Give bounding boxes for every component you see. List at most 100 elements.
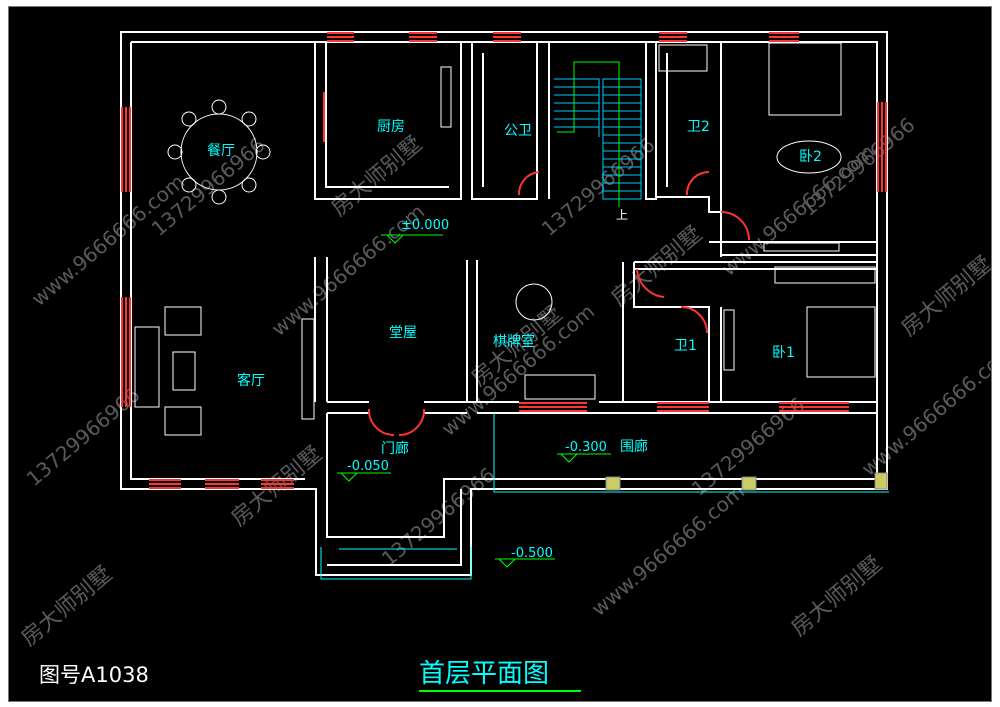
window — [769, 32, 799, 42]
chair — [241, 111, 257, 127]
cooking-counter — [440, 66, 452, 128]
walls — [120, 31, 888, 576]
window — [261, 479, 294, 489]
level-symbol — [495, 558, 555, 568]
level-symbol — [381, 234, 443, 244]
window — [327, 32, 354, 42]
room-labels: 餐厅 厨房 公卫 卫2 卧2 客厅 堂屋 棋牌室 卫1 卧1 门廊 围廊 上 — [207, 119, 822, 457]
window — [659, 32, 687, 42]
window — [877, 102, 887, 192]
window — [149, 479, 181, 489]
chair — [241, 177, 257, 193]
bath1-wall — [622, 261, 877, 402]
watermark-brand: 房大师别墅 — [227, 442, 327, 532]
bed2-wall — [709, 207, 877, 257]
stair-arrow — [557, 61, 620, 207]
watermark-site: www.9666666.com — [437, 299, 599, 441]
level-markers: ±0.000 -0.050 -0.300 -0.500 — [337, 218, 611, 568]
kitchen-wall — [314, 42, 462, 200]
windows — [121, 32, 887, 489]
window — [121, 107, 131, 192]
rug — [776, 140, 842, 174]
chair — [211, 189, 227, 205]
title-underline — [419, 690, 581, 692]
window — [657, 402, 709, 412]
window — [409, 32, 437, 42]
chair — [167, 144, 183, 160]
coffee-table — [172, 351, 196, 391]
room-label-bed1: 卧1 — [772, 345, 795, 361]
level-symbol — [557, 453, 611, 463]
interior-wall — [327, 401, 877, 414]
pillars — [605, 472, 888, 491]
hall-wall-left — [314, 257, 328, 402]
stair-up-mark: 上 — [616, 208, 628, 222]
watermark-site: www.9666666.com — [587, 479, 749, 621]
porch-wall — [326, 413, 477, 566]
chair — [181, 177, 197, 193]
outer-wall-inner-line-left — [130, 42, 305, 480]
bed — [768, 42, 842, 116]
stairs — [554, 61, 642, 207]
room-label-bath1: 卫1 — [674, 338, 697, 354]
window — [779, 402, 849, 412]
room-label-hall: 堂屋 — [389, 325, 417, 341]
furniture — [134, 42, 876, 436]
level-label-outside: -0.500 — [511, 546, 553, 561]
room-label-porch: 门廊 — [381, 440, 409, 457]
door-arc — [367, 408, 426, 436]
level-label-ground: ±0.000 — [401, 218, 449, 233]
room-label-veranda: 围廊 — [620, 438, 648, 455]
level-label-porch: -0.050 — [347, 459, 389, 474]
drawing-frame: 房大师别墅 13729966966 www.9666666.com 房大师别墅 … — [8, 6, 992, 702]
veranda-edge — [493, 413, 889, 493]
room-label-public-bath: 公卫 — [504, 123, 532, 139]
window — [519, 402, 587, 412]
armchair — [164, 406, 202, 436]
step-edge — [320, 547, 472, 580]
watermark-brand: 房大师别墅 — [787, 552, 887, 642]
window — [205, 479, 239, 489]
pillar — [605, 476, 621, 491]
floor-plan: 房大师别墅 13729966966 www.9666666.com 房大师别墅 … — [17, 31, 992, 652]
watermark-phone: 13729966966 — [797, 112, 920, 220]
veranda-lines — [320, 413, 889, 580]
window — [493, 32, 521, 42]
sofa — [524, 374, 596, 400]
chair — [255, 144, 271, 160]
watermark-brand: 房大师别墅 — [897, 252, 992, 342]
room-label-kitchen: 厨房 — [377, 119, 405, 135]
bath2-wall — [655, 42, 722, 213]
door-arc — [517, 171, 540, 196]
watermark-site: www.9666666.com — [27, 169, 189, 311]
level-symbol — [337, 472, 391, 482]
cabinet — [763, 242, 840, 252]
room-label-bed2: 卧2 — [799, 149, 822, 165]
figure-id: 图号A1038 — [39, 663, 149, 687]
door-arc — [685, 170, 710, 196]
bathtub — [658, 44, 708, 72]
room-label-bath2: 卫2 — [687, 119, 710, 135]
pillar — [741, 476, 757, 491]
sofa — [134, 326, 160, 408]
figure-title: 首层平面图 — [419, 659, 550, 689]
door-arc — [680, 306, 708, 334]
hall-wall-right — [466, 260, 478, 402]
bed — [806, 306, 876, 378]
chair — [211, 99, 227, 115]
door-arc — [720, 211, 750, 241]
level-label-veranda: -0.300 — [565, 440, 607, 455]
tv-cabinet — [723, 309, 735, 371]
stair-treads — [554, 86, 641, 192]
door-arc — [636, 268, 665, 298]
room-label-chess-room: 棋牌室 — [493, 333, 535, 350]
room-label-dining: 餐厅 — [207, 143, 235, 159]
window — [121, 297, 131, 407]
watermark-layer: 房大师别墅 13729966966 www.9666666.com 房大师别墅 … — [17, 112, 992, 651]
pillar — [874, 472, 888, 490]
game-table — [515, 283, 553, 321]
armchair — [164, 306, 202, 336]
room-label-living: 客厅 — [237, 372, 265, 389]
watermark-brand: 房大师别墅 — [607, 222, 707, 312]
tv-cabinet — [301, 318, 315, 420]
